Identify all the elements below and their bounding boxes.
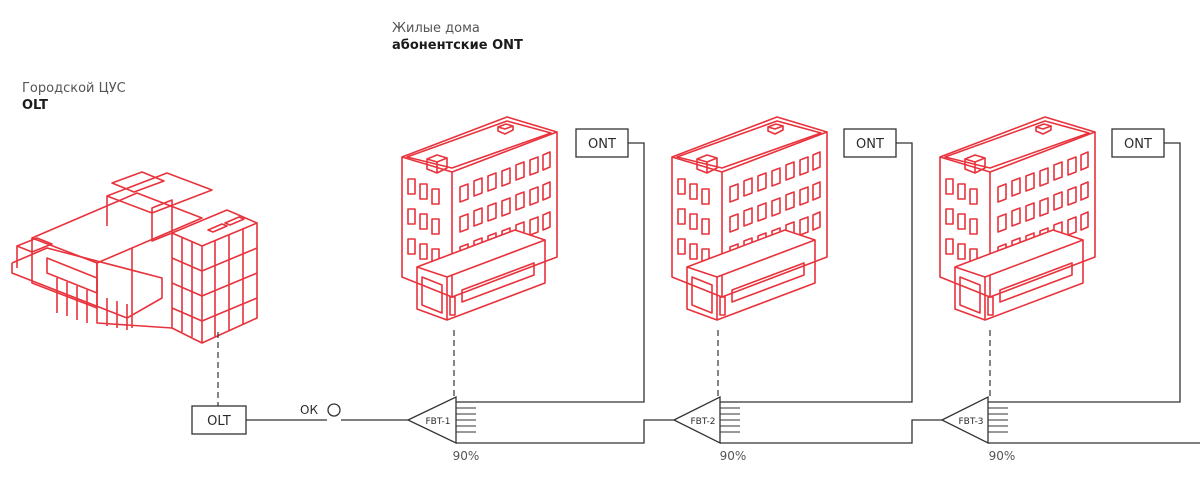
ont-link-2	[720, 142, 913, 403]
city-caption-sub: OLT	[22, 98, 49, 113]
apartment-building-3	[939, 116, 1096, 321]
ont-box-3[interactable]	[1111, 128, 1165, 158]
city-caption-title: Городской ЦУС	[22, 81, 126, 96]
city-control-center-building	[11, 171, 258, 344]
trunk-fbt1-fbt2	[456, 419, 674, 444]
homes-caption-title: Жилые дома	[392, 21, 480, 36]
ont-box-2[interactable]	[843, 128, 897, 158]
apartment-building-1	[401, 116, 558, 321]
splitter-fbt-1[interactable]: FBT-1 90%	[406, 395, 480, 463]
homes-caption-sub: абонентские ONT	[392, 38, 523, 53]
splitter-fbt-2-label: FBT-2	[691, 417, 716, 427]
ok-connector-icon	[327, 403, 341, 417]
splitter-fbt-1-label: FBT-1	[426, 417, 451, 427]
homes-caption: Жилые дома абонентские ONT	[392, 20, 523, 54]
apartment-building-2	[671, 116, 828, 321]
splitter-fbt-1-ratio: 90%	[453, 449, 480, 463]
splitter-fbt-2-ratio: 90%	[720, 449, 747, 463]
olt-box[interactable]	[191, 405, 247, 435]
splitter-fbt-3-ratio: 90%	[989, 449, 1016, 463]
ont-box-2-label: ONT	[856, 137, 884, 152]
splitter-fbt-2[interactable]: FBT-2 90%	[672, 395, 747, 463]
ont-link-1	[456, 142, 645, 403]
splitter-fbt-3[interactable]: FBT-3 90%	[940, 395, 1016, 463]
splitter-fbt-3-label: FBT-3	[959, 417, 984, 427]
ok-label: ОК	[300, 403, 318, 417]
ont-link-3	[988, 142, 1181, 403]
ont-box-1[interactable]	[575, 128, 629, 158]
olt-box-label: OLT	[207, 414, 231, 429]
city-caption: Городской ЦУС OLT	[22, 80, 126, 114]
ont-box-1-label: ONT	[588, 137, 616, 152]
ont-box-3-label: ONT	[1124, 137, 1152, 152]
trunk-fbt2-fbt3	[720, 419, 942, 444]
